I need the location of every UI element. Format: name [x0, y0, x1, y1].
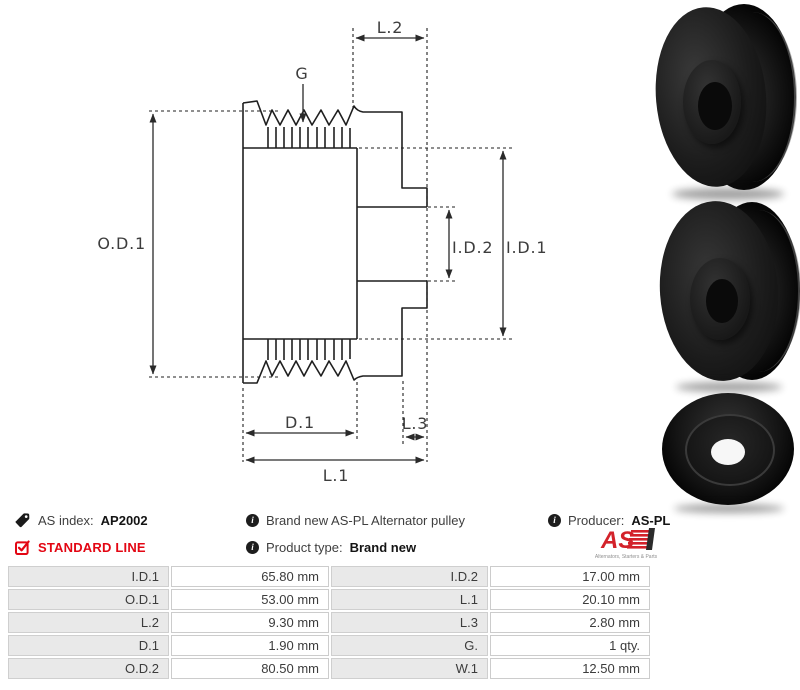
spec-value: 17.00 mm [490, 566, 650, 587]
producer-value: AS-PL [631, 512, 671, 528]
dim-label-d1: D.1 [285, 413, 315, 432]
spec-label: I.D.1 [8, 566, 169, 587]
dim-label-id2: I.D.2 [452, 238, 493, 257]
spec-value: 12.50 mm [490, 658, 650, 679]
pulley-technical-drawing: O.D.1 G L.2 I.D.2 I.D.1 D.1 L.3 L.1 [97, 18, 547, 485]
dim-label-l2: L.2 [377, 18, 404, 37]
dim-label-l3: L.3 [402, 414, 429, 433]
info-icon: i [548, 513, 561, 527]
product-type-row: i Product type: Brand new [246, 538, 416, 556]
description-row: i Brand new AS-PL Alternator pulley [246, 511, 465, 529]
product-type-value: Brand new [349, 539, 417, 555]
logo-text: AS [600, 527, 634, 554]
spec-label: L.1 [331, 589, 488, 610]
info-icon: i [246, 540, 259, 554]
product-photo-top-view [662, 393, 796, 509]
spec-label: L.2 [8, 612, 169, 633]
spec-value: 65.80 mm [171, 566, 329, 587]
pulley-bore [706, 279, 738, 323]
tag-icon [15, 512, 30, 527]
as-index-row: AS index: AP2002 [14, 511, 148, 529]
spec-value: 20.10 mm [490, 589, 650, 610]
product-type-label: Product type: [266, 539, 343, 555]
spec-label: L.3 [331, 612, 488, 633]
spec-label: O.D.1 [8, 589, 169, 610]
spec-value: 1.90 mm [171, 635, 329, 656]
spec-value: 53.00 mm [171, 589, 329, 610]
pulley-rim-highlight [716, 210, 800, 372]
standard-line-row: STANDARD LINE [14, 538, 146, 556]
spec-value: 2.80 mm [490, 612, 650, 633]
spec-value: 80.50 mm [171, 658, 329, 679]
as-index-value: AP2002 [100, 512, 148, 528]
spec-value: 9.30 mm [171, 612, 329, 633]
dim-label-g: G [295, 64, 308, 83]
product-photo-angled [648, 2, 798, 194]
dim-label-od1: O.D.1 [97, 234, 146, 253]
spec-label: G. [331, 635, 488, 656]
pulley-bore [698, 82, 732, 130]
pulley-outline [242, 100, 428, 384]
pulley-bore [711, 439, 745, 465]
spec-label: O.D.2 [8, 658, 169, 679]
dimension-lines [149, 34, 507, 464]
info-icon: i [246, 513, 259, 527]
photo-reflection [676, 382, 782, 392]
logo-tagline: Alternators, Starters & Parts [595, 554, 658, 560]
dim-label-l1: L.1 [323, 466, 350, 485]
producer-row: i Producer: AS-PL [548, 511, 670, 529]
spec-label: I.D.2 [331, 566, 488, 587]
checkbox-check-icon [15, 540, 30, 555]
pulley-rim-highlight [708, 12, 797, 182]
spec-table: I.D.1 65.80 mm I.D.2 17.00 mm O.D.1 53.0… [8, 566, 650, 679]
photo-reflection [674, 504, 784, 513]
producer-label: Producer: [568, 512, 625, 528]
standard-line-badge: STANDARD LINE [38, 539, 146, 555]
logo-stripes [627, 528, 655, 550]
spec-label: W.1 [331, 658, 488, 679]
as-pl-logo: AS Alternators, Starters & Parts [595, 527, 658, 560]
spec-value: 1 qty. [490, 635, 650, 656]
dim-label-id1: I.D.1 [506, 238, 547, 257]
spec-label: D.1 [8, 635, 169, 656]
photo-reflection [672, 188, 784, 200]
product-description: Brand new AS-PL Alternator pulley [266, 512, 465, 528]
as-index-label: AS index: [38, 512, 94, 528]
product-photo-front-angled [653, 197, 800, 385]
